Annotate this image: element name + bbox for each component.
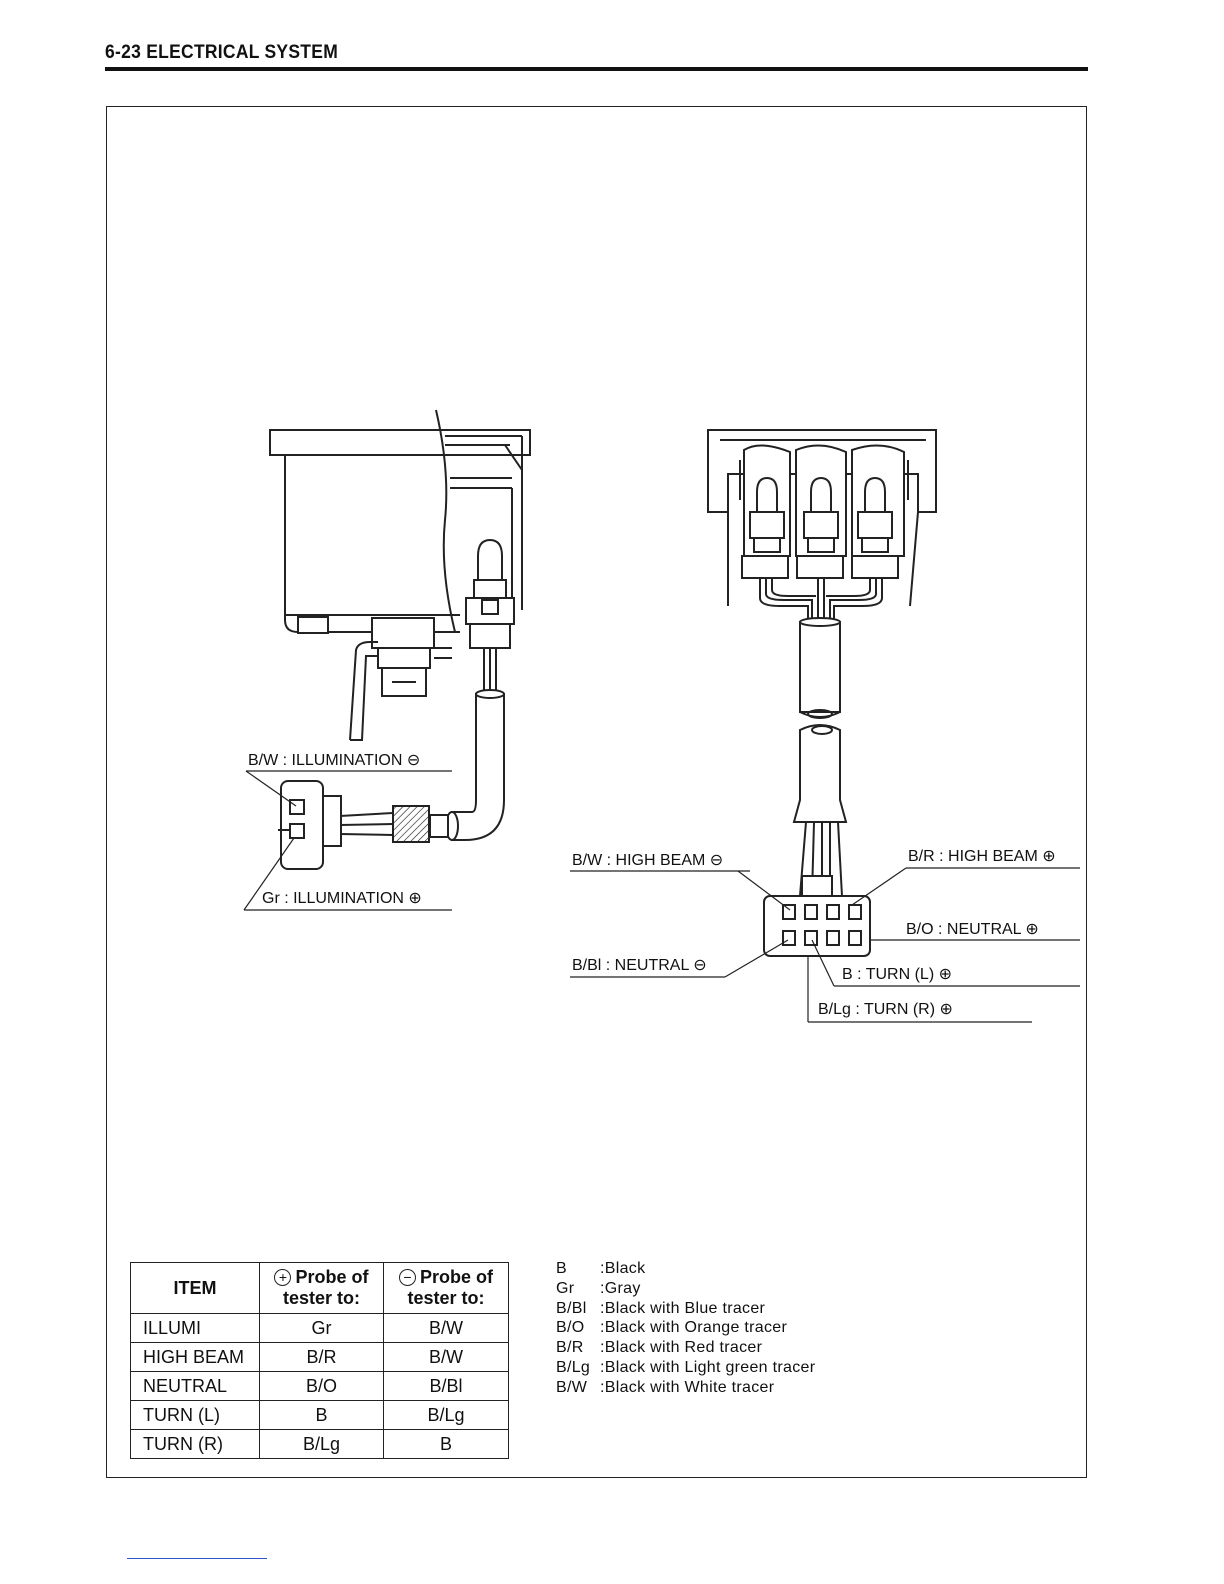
row-item: TURN (R) bbox=[130, 1429, 260, 1459]
legend-item: B/W:Black with White tracer bbox=[556, 1378, 775, 1396]
page-title: 6-23 ELECTRICAL SYSTEM bbox=[105, 42, 339, 63]
row-item: HIGH BEAM bbox=[130, 1342, 260, 1372]
illumination-harness bbox=[339, 689, 505, 843]
row-item: ILLUMI bbox=[130, 1313, 260, 1343]
header-negative-probe: −Probe of tester to: bbox=[383, 1262, 509, 1314]
row-item: TURN (L) bbox=[130, 1400, 260, 1430]
minus-circle-icon: − bbox=[398, 1269, 416, 1286]
row-positive: B bbox=[259, 1400, 384, 1430]
page-header: 6-23 ELECTRICAL SYSTEM bbox=[105, 42, 1088, 72]
table-header-row: ITEM +Probe of tester to: −Probe of test… bbox=[130, 1262, 509, 1314]
label-blg-turn-right: B/Lg : TURN (R) ⊕ bbox=[818, 1001, 953, 1018]
row-positive: B/O bbox=[259, 1371, 384, 1401]
legend-item: B/Bl:Black with Blue tracer bbox=[556, 1299, 766, 1317]
indicator-bulb-center bbox=[795, 444, 847, 579]
row-positive: B/R bbox=[259, 1342, 384, 1372]
continuity-table: ITEM +Probe of tester to: −Probe of test… bbox=[130, 1262, 509, 1459]
legend-item: B/O:Black with Orange tracer bbox=[556, 1319, 788, 1337]
row-positive: B/Lg bbox=[259, 1429, 384, 1459]
legend-item: B:Black bbox=[556, 1260, 646, 1277]
label-bw-high-beam: B/W : HIGH BEAM ⊖ bbox=[572, 852, 723, 869]
indicator-harness bbox=[792, 617, 848, 897]
header-rule bbox=[105, 67, 1088, 71]
label-br-high-beam: B/R : HIGH BEAM ⊕ bbox=[908, 848, 1056, 865]
indicator-bulb-right bbox=[851, 444, 905, 579]
wire-color-legend: B:Black Gr:Gray B/Bl:Black with Blue tra… bbox=[556, 1259, 815, 1398]
row-negative: B/Bl bbox=[383, 1371, 509, 1401]
footer-rule bbox=[127, 1558, 267, 1559]
table-row: TURN (L) B B/Lg bbox=[130, 1400, 509, 1430]
figure-frame bbox=[106, 106, 1087, 1478]
left-labels: B/W : ILLUMINATION ⊖ Gr : ILLUMINATION ⊕ bbox=[243, 752, 452, 911]
indicator-bulb-left bbox=[741, 444, 791, 579]
header-item: ITEM bbox=[130, 1262, 260, 1314]
row-negative: B/Lg bbox=[383, 1400, 509, 1430]
label-bw-illumination: B/W : ILLUMINATION ⊖ bbox=[248, 752, 420, 769]
plus-circle-icon: + bbox=[274, 1269, 292, 1286]
row-negative: B/W bbox=[383, 1313, 509, 1343]
table-row: ILLUMI Gr B/W bbox=[130, 1313, 509, 1343]
legend-item: B/R:Black with Red tracer bbox=[556, 1339, 763, 1357]
header-positive-probe: +Probe of tester to: bbox=[259, 1262, 384, 1314]
right-labels: B/W : HIGH BEAM ⊖ B/R : HIGH BEAM ⊕ B/O … bbox=[570, 848, 1080, 1023]
indicator-coupler bbox=[763, 875, 871, 957]
illumination-coupler bbox=[278, 780, 342, 870]
legend-item: B/Lg:Black with Light green tracer bbox=[556, 1358, 816, 1376]
row-item: NEUTRAL bbox=[130, 1371, 260, 1401]
illumination-bulb bbox=[465, 538, 515, 690]
table-row: NEUTRAL B/O B/Bl bbox=[130, 1371, 509, 1401]
row-negative: B bbox=[383, 1429, 509, 1459]
indicator-bulbs bbox=[741, 444, 905, 622]
legend-item: Gr:Gray bbox=[556, 1279, 641, 1297]
table-row: HIGH BEAM B/R B/W bbox=[130, 1342, 509, 1372]
table-row: TURN (R) B/Lg B bbox=[130, 1429, 509, 1459]
label-b-turn-left: B : TURN (L) ⊕ bbox=[842, 966, 952, 983]
row-negative: B/W bbox=[383, 1342, 509, 1372]
label-bo-neutral: B/O : NEUTRAL ⊕ bbox=[906, 921, 1039, 938]
label-bbl-neutral: B/Bl : NEUTRAL ⊖ bbox=[572, 957, 707, 974]
row-positive: Gr bbox=[259, 1313, 384, 1343]
meter-housing bbox=[269, 409, 531, 741]
label-gr-illumination: Gr : ILLUMINATION ⊕ bbox=[262, 890, 422, 907]
